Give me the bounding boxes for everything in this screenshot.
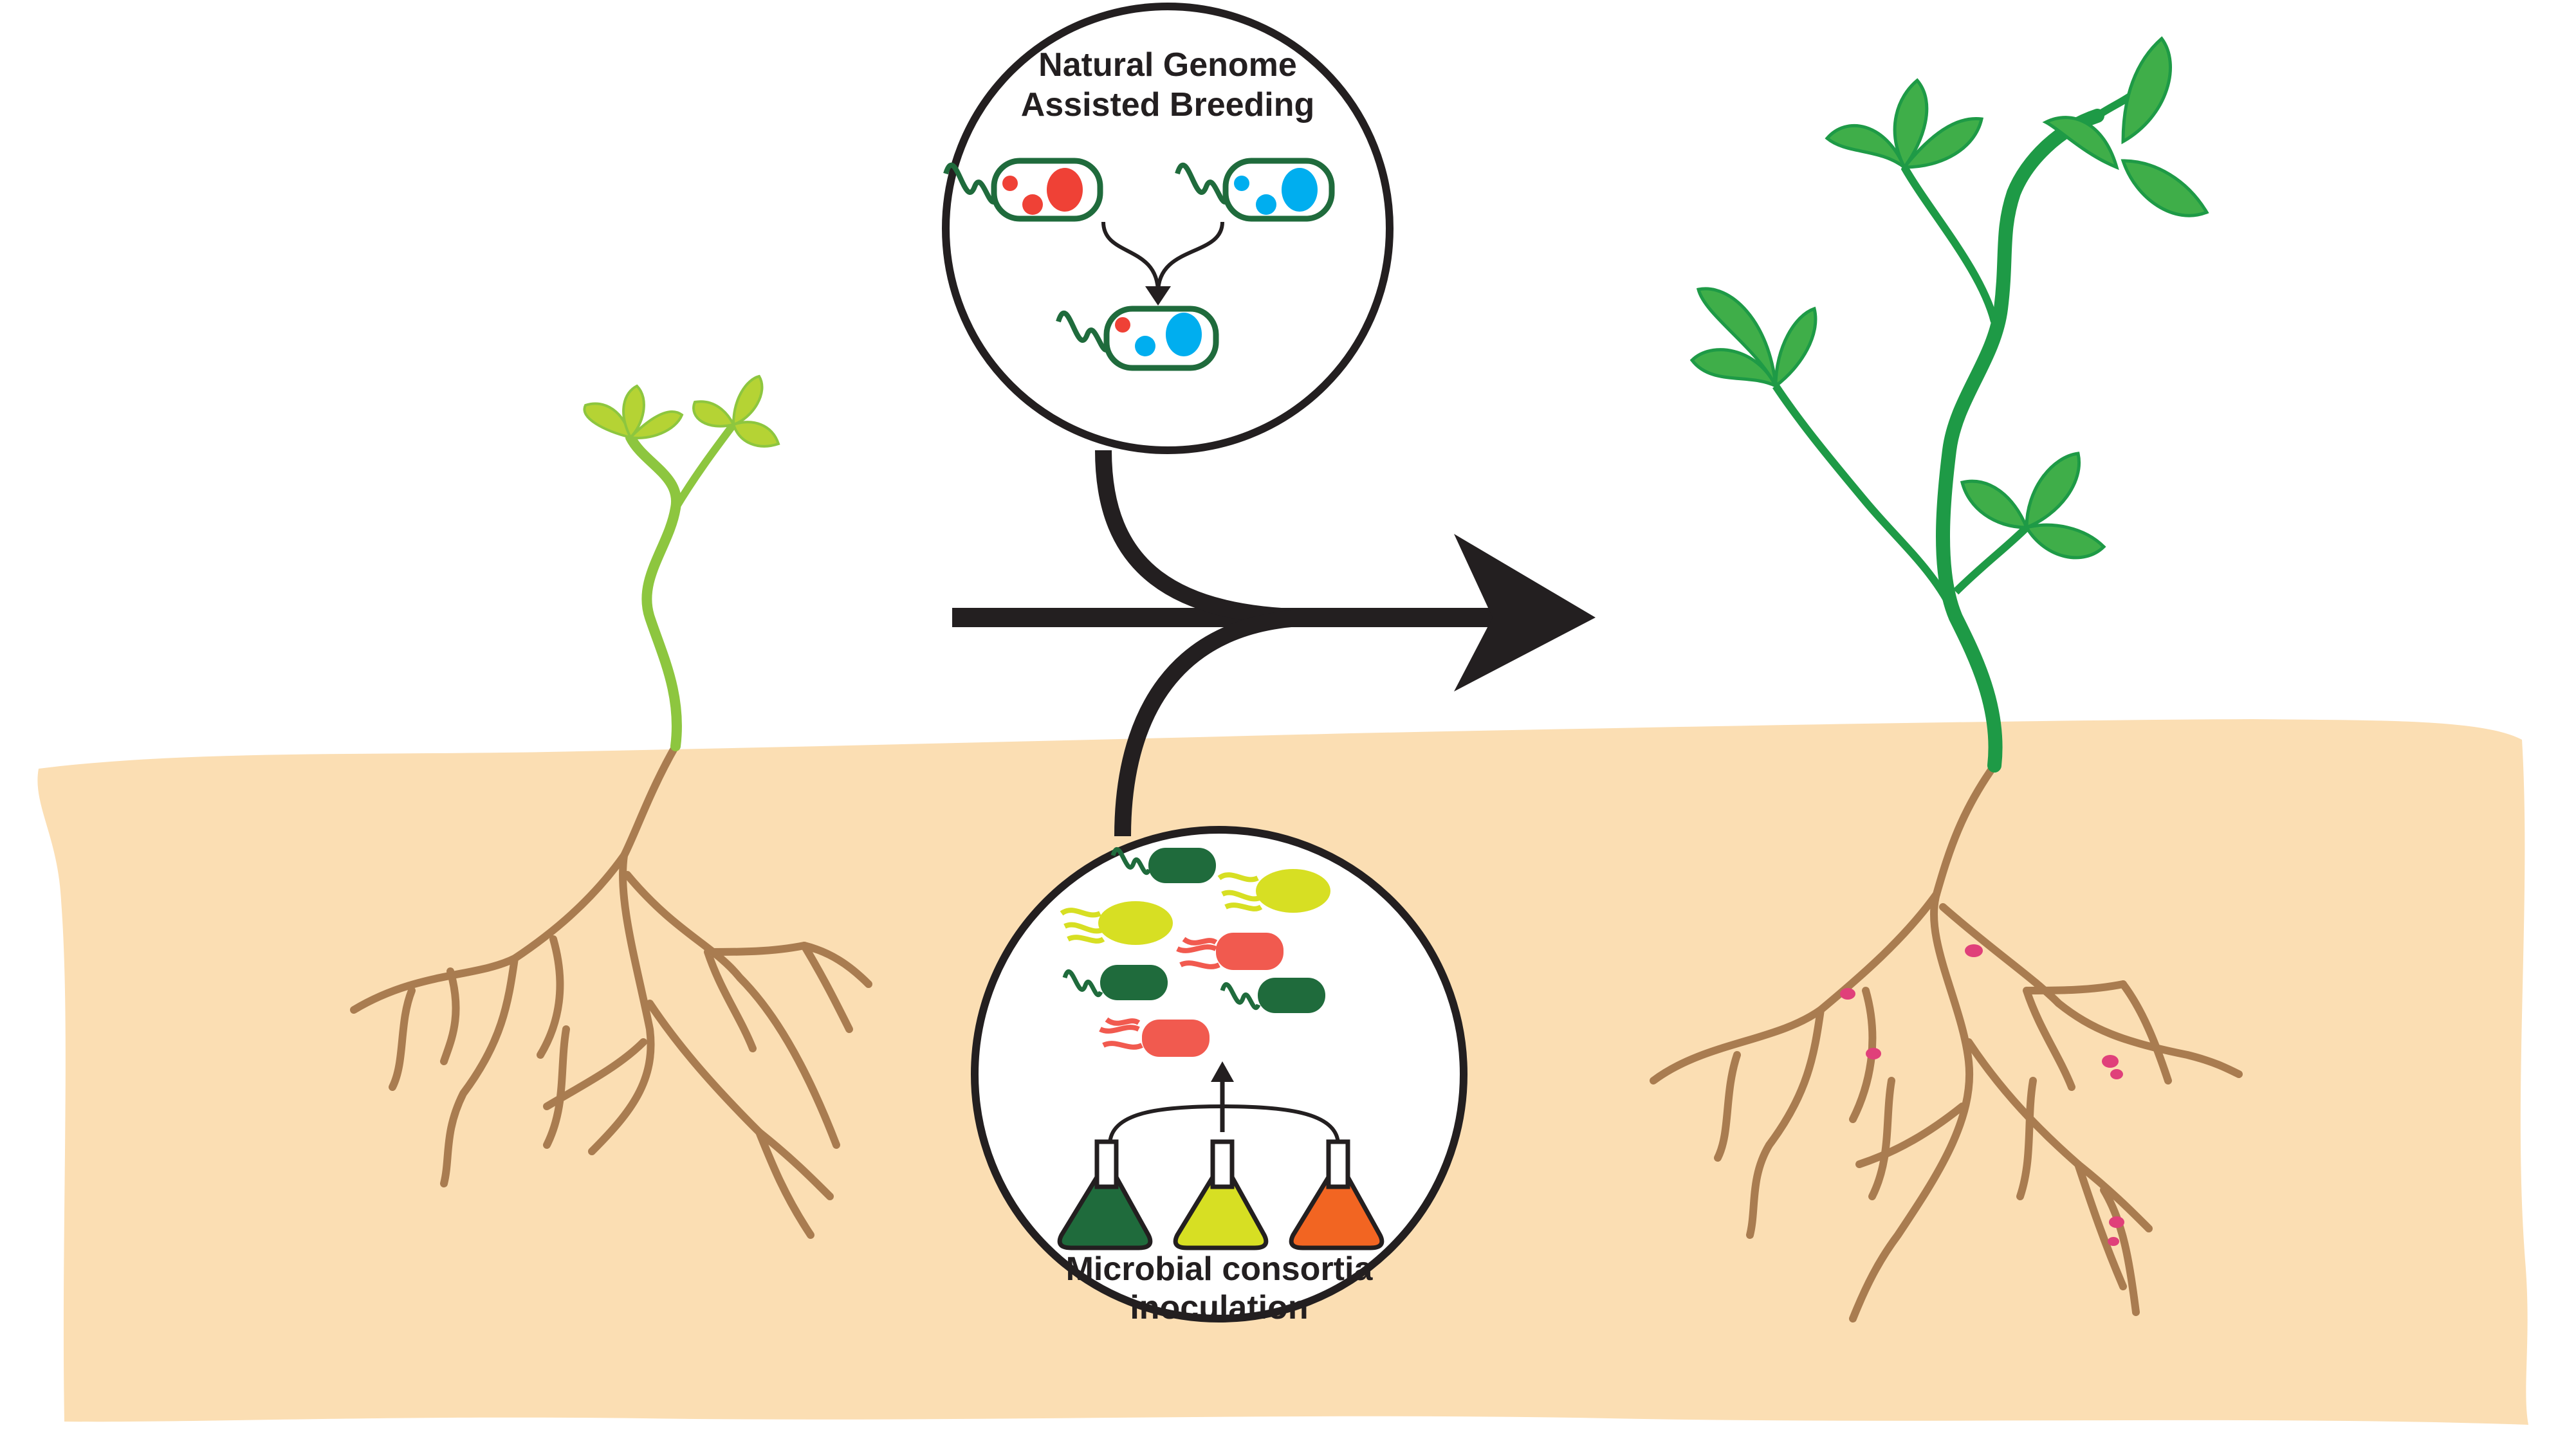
consortia-title-line1: Microbial consortia (1066, 1250, 1374, 1288)
seedling-leaves (583, 374, 780, 448)
bacterium-yellow-1 (1060, 901, 1173, 945)
parent-bacterium-red-genome (943, 158, 1103, 222)
plant-leaves (1689, 36, 2209, 560)
seedling (350, 374, 872, 1239)
process-arrow (952, 450, 1596, 837)
bacterium-dark-green-3 (1220, 978, 1325, 1013)
consortia-title-line2: inoculation (1130, 1289, 1308, 1326)
flask-dark-green (1057, 1139, 1153, 1250)
bacterium-salmon-2 (1099, 1017, 1210, 1057)
flask-yellow (1173, 1139, 1269, 1250)
plant-stem-main (1936, 109, 2104, 773)
root-nodules (1840, 944, 2124, 1246)
consortia-panel: Microbial consortia inoculation (971, 826, 1467, 1326)
bacterium-yellow-2 (1217, 869, 1330, 913)
seedling-roots (350, 742, 872, 1239)
bacterium-dark-green-1 (1110, 847, 1216, 883)
breeding-title-line2: Assisted Breeding (1021, 86, 1315, 124)
breeding-title-line1: Natural Genome (1038, 46, 1297, 84)
parent-bacterium-blue-genome (1175, 158, 1335, 222)
flask-orange (1289, 1139, 1385, 1250)
hybrid-bacterium (1056, 306, 1219, 371)
grown-plant (1650, 36, 2243, 1322)
breeding-connector (1095, 450, 1320, 626)
seedling-stem (625, 432, 682, 751)
bacterium-salmon-1 (1176, 933, 1283, 970)
plant-roots (1650, 762, 2243, 1322)
consortia-connector (1114, 609, 1320, 837)
breeding-panel: Natural Genome Assisted Breeding (942, 3, 1394, 454)
bacterium-dark-green-2 (1062, 965, 1168, 1000)
